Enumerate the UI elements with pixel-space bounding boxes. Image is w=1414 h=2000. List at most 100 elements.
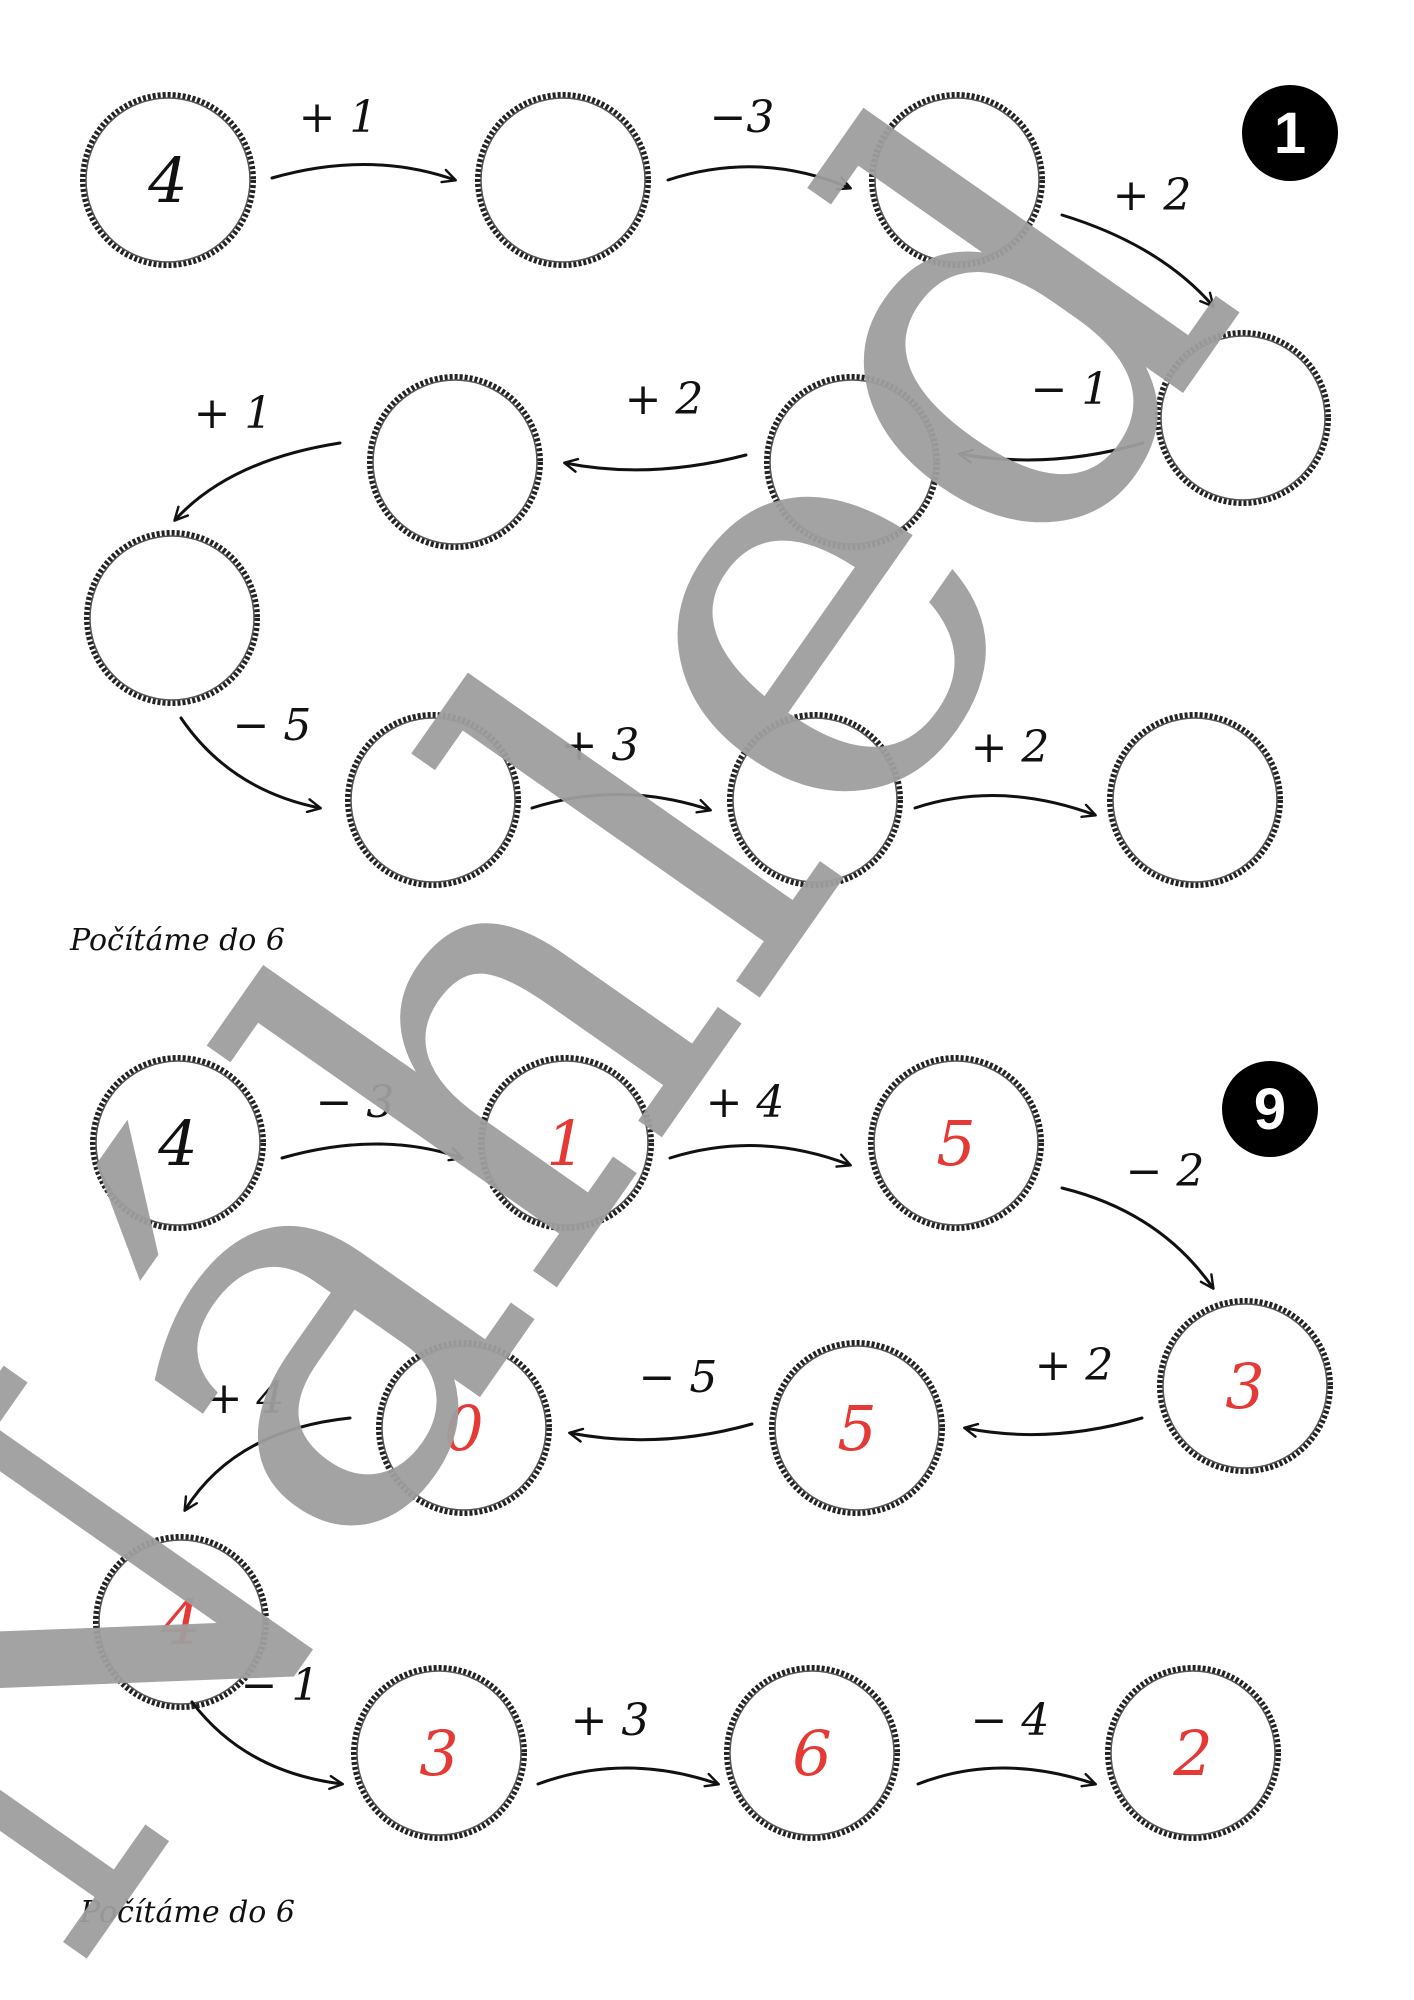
- footer-label: Počítáme do 6: [79, 1895, 295, 1930]
- answer-circle[interactable]: 4: [93, 1534, 269, 1710]
- chain-ring: [724, 1665, 900, 1841]
- answer-circle[interactable]: 5: [769, 1340, 945, 1516]
- answer-circle[interactable]: 0: [376, 1340, 552, 1516]
- answer-circle[interactable]: [367, 374, 543, 550]
- answer-value: 4: [160, 1586, 200, 1659]
- answer-value: 5: [936, 1107, 975, 1180]
- answer-value: 1: [546, 1107, 585, 1180]
- chain-ring-inner: [732, 717, 898, 883]
- arrow: [190, 1700, 344, 1791]
- operation-step: + 2: [963, 1340, 1144, 1438]
- worksheet-number-badge: 9: [1222, 1061, 1318, 1157]
- answer-circle[interactable]: [345, 712, 521, 888]
- operation-label: −3: [710, 92, 775, 143]
- chain-ring-inner: [381, 1345, 547, 1511]
- answer-circle[interactable]: 4: [90, 1055, 266, 1231]
- operation-step: −3: [666, 92, 852, 191]
- answer-circle[interactable]: 3: [351, 1665, 527, 1841]
- chain-ring: [376, 1340, 552, 1516]
- operation-label: − 1: [241, 1660, 320, 1711]
- operation-label: − 5: [639, 1352, 718, 1403]
- operation-step: + 3: [536, 1695, 720, 1788]
- operation-label: + 3: [561, 720, 640, 771]
- arrow: [563, 453, 748, 473]
- answer-circle[interactable]: [1155, 330, 1331, 506]
- chain-ring-inner: [89, 535, 255, 701]
- answer-circle[interactable]: [1107, 712, 1283, 888]
- operation-step: + 2: [563, 374, 748, 473]
- chain-ring: [764, 374, 940, 550]
- answer-circle[interactable]: [727, 712, 903, 888]
- operation-step: − 5: [179, 700, 322, 814]
- arrow: [666, 165, 852, 191]
- arrow: [913, 794, 1097, 819]
- operation-step: − 1: [190, 1660, 344, 1791]
- operation-step: + 1: [173, 388, 342, 522]
- badge-number: 9: [1254, 1077, 1286, 1142]
- answer-circle[interactable]: [475, 92, 651, 268]
- chain-ring: [1105, 1665, 1281, 1841]
- operation-label: + 2: [971, 722, 1050, 773]
- chain-ring: [869, 92, 1045, 268]
- chain-ring: [1107, 712, 1283, 888]
- arrow: [173, 441, 342, 522]
- answer-circle[interactable]: 2: [1105, 1665, 1281, 1841]
- operation-step: − 3: [280, 1077, 464, 1162]
- answer-circle[interactable]: [764, 374, 940, 550]
- operation-step: + 1: [270, 92, 457, 184]
- start-value: 4: [157, 1107, 197, 1180]
- chain-ring-inner: [769, 379, 935, 545]
- chain-ring: [93, 1534, 269, 1710]
- answer-value: 3: [1225, 1350, 1264, 1423]
- answer-circle[interactable]: 1: [478, 1055, 654, 1231]
- chain-ring: [80, 92, 256, 268]
- chain-ring-inner: [1110, 1670, 1276, 1836]
- arrow: [530, 793, 712, 814]
- chain-ring-inner: [873, 1060, 1039, 1226]
- worksheet-number-badge: 1: [1242, 85, 1338, 181]
- chain-ring: [90, 1055, 266, 1231]
- operation-label: + 1: [299, 92, 378, 143]
- operation-label: + 4: [706, 1077, 785, 1128]
- arrow: [270, 163, 457, 184]
- operation-step: + 3: [530, 720, 712, 814]
- operation-label: + 4: [206, 1373, 285, 1424]
- answer-circle[interactable]: 3: [1157, 1298, 1333, 1474]
- answer-value: 5: [837, 1392, 876, 1465]
- operation-step: − 1: [958, 364, 1145, 464]
- chain-ring-inner: [1160, 335, 1326, 501]
- chain-ring: [1157, 1298, 1333, 1474]
- answer-circle[interactable]: 5: [868, 1055, 1044, 1231]
- arrow: [963, 1416, 1144, 1438]
- answer-circle[interactable]: [869, 92, 1045, 268]
- answer-circle[interactable]: 4: [80, 92, 256, 268]
- answer-circle[interactable]: [84, 530, 260, 706]
- chain-ring-inner: [356, 1670, 522, 1836]
- operation-step: + 2: [913, 722, 1097, 819]
- watermark-text: Náhled: [0, 1, 1358, 2000]
- chain-ring: [478, 1055, 654, 1231]
- operation-label: + 3: [571, 1695, 650, 1746]
- badge-circle: [1242, 85, 1338, 181]
- start-value: 4: [147, 144, 187, 217]
- operation-step: + 4: [668, 1077, 852, 1168]
- arrow: [536, 1766, 720, 1788]
- operation-label: + 2: [1035, 1340, 1114, 1391]
- arrow: [568, 1422, 754, 1443]
- operation-step: − 2: [1060, 1146, 1215, 1290]
- chain-ring-inner: [483, 1060, 649, 1226]
- arrow: [1060, 1186, 1215, 1290]
- operation-label: − 3: [316, 1077, 395, 1128]
- chain-ring-inner: [480, 97, 646, 263]
- chain-ring-inner: [95, 1060, 261, 1226]
- operation-step: − 5: [568, 1352, 754, 1443]
- operation-label: − 5: [233, 700, 312, 751]
- operation-label: + 1: [194, 388, 273, 439]
- chain-ring: [351, 1665, 527, 1841]
- answer-circle[interactable]: 6: [724, 1665, 900, 1841]
- chain-ring-inner: [350, 717, 516, 883]
- arrow: [668, 1144, 852, 1168]
